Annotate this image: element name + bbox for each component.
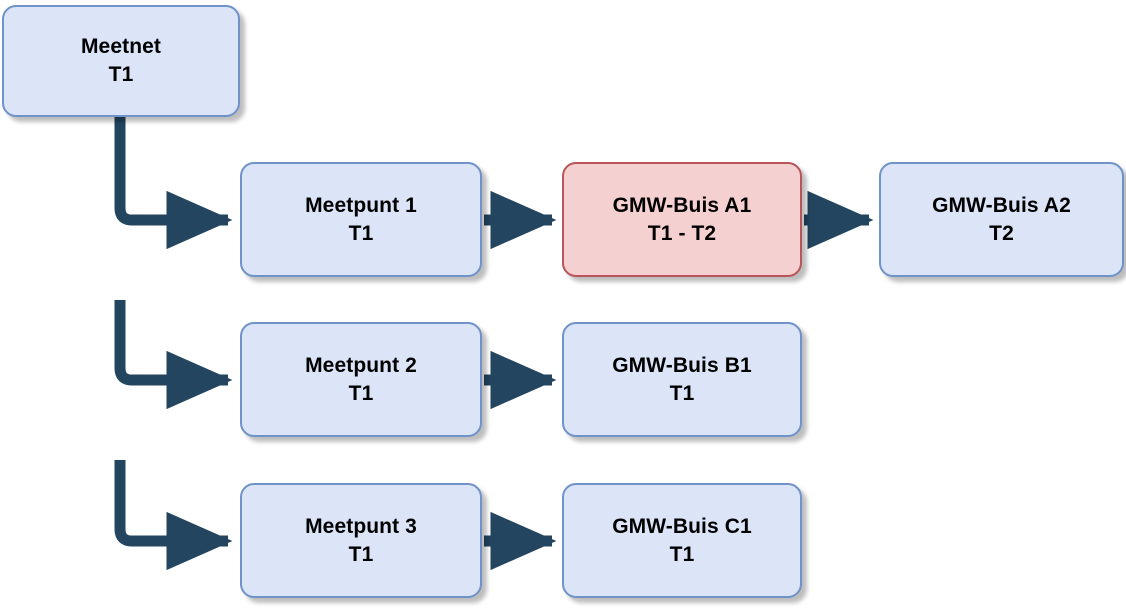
node-gmw-buis-a2[interactable]: GMW-Buis A2 T2 xyxy=(879,162,1124,277)
node-gmw-buis-a2-label: GMW-Buis A2 xyxy=(932,193,1071,217)
node-gmw-buis-a1-label: GMW-Buis A1 xyxy=(612,193,752,217)
node-meetpunt-3[interactable]: Meetpunt 3 T1 xyxy=(240,483,482,598)
node-meetpunt-2-label: Meetpunt 2 xyxy=(305,353,417,377)
node-gmw-buis-a1[interactable]: GMW-Buis A1 T1 - T2 xyxy=(562,162,802,277)
node-gmw-buis-b1-label: GMW-Buis B1 xyxy=(612,353,752,377)
node-meetpunt-1-label: Meetpunt 1 xyxy=(305,193,417,217)
node-meetpunt-1-sublabel: T1 xyxy=(348,221,374,245)
node-meetnet[interactable]: Meetnet T1 xyxy=(2,5,240,117)
node-meetnet-sublabel: T1 xyxy=(108,63,134,86)
node-gmw-buis-b1-sublabel: T1 xyxy=(669,381,695,405)
edge-meetnet-to-meetpunt-1 xyxy=(114,113,233,250)
node-gmw-buis-b1[interactable]: GMW-Buis B1 T1 xyxy=(562,322,802,437)
node-meetnet-label: Meetnet xyxy=(80,35,162,59)
node-gmw-buis-a1-sublabel: T1 - T2 xyxy=(647,221,717,245)
node-gmw-buis-c1-sublabel: T1 xyxy=(669,542,695,566)
node-meetpunt-3-label: Meetpunt 3 xyxy=(305,514,417,538)
node-meetpunt-2-sublabel: T1 xyxy=(348,381,374,405)
node-gmw-buis-c1[interactable]: GMW-Buis C1 T1 xyxy=(562,483,802,598)
node-meetpunt-3-sublabel: T1 xyxy=(348,542,374,566)
node-gmw-buis-a2-sublabel: T2 xyxy=(989,221,1014,245)
edge-meetnet-to-meetpunt-3 xyxy=(114,460,233,571)
edge-meetnet-to-meetpunt-2 xyxy=(114,300,233,410)
node-meetpunt-1[interactable]: Meetpunt 1 T1 xyxy=(240,162,482,277)
node-meetpunt-2[interactable]: Meetpunt 2 T1 xyxy=(240,322,482,437)
node-gmw-buis-c1-label: GMW-Buis C1 xyxy=(612,514,752,538)
